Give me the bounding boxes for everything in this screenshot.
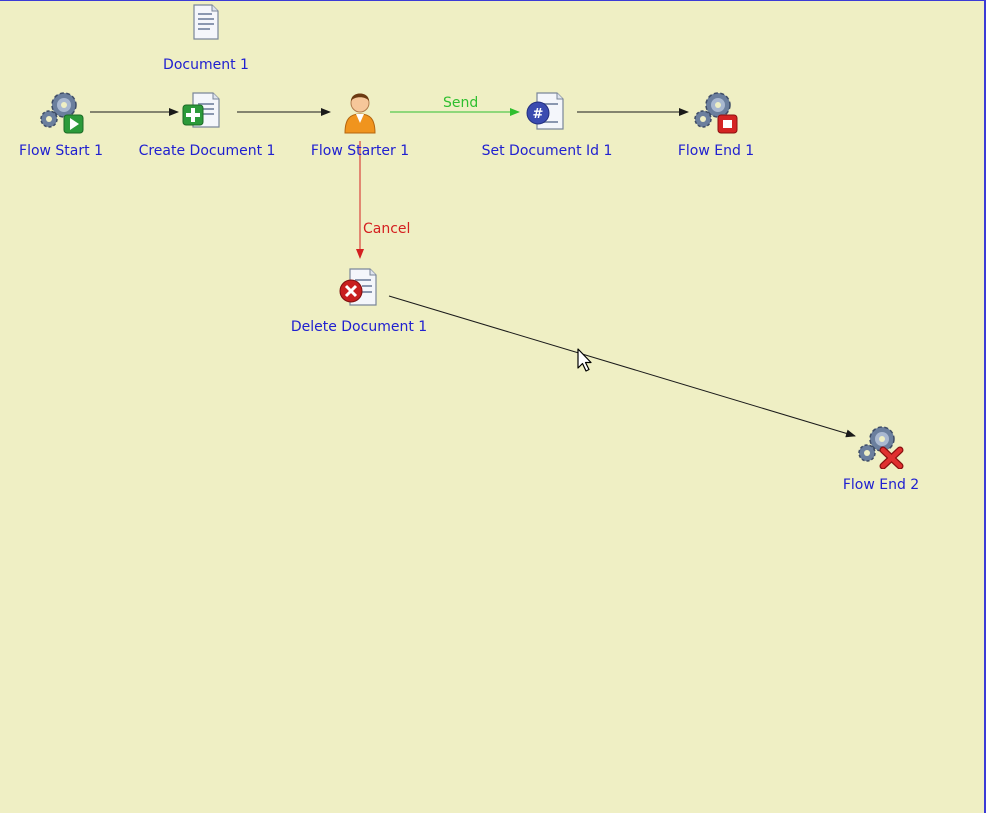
gears-play-icon xyxy=(40,92,84,134)
document-delete-icon xyxy=(339,268,377,306)
node-label: Create Document 1 xyxy=(138,143,276,159)
edge-send-label: Send xyxy=(443,95,479,111)
node-label: Set Document Id 1 xyxy=(481,143,613,159)
gears-cancel-icon xyxy=(858,426,904,469)
document-add-icon xyxy=(182,92,220,128)
user-icon xyxy=(344,93,376,134)
edge-deletedoc-to-flowend2[interactable] xyxy=(388,295,856,438)
node-label: Delete Document 1 xyxy=(290,319,428,335)
svg-text:#: # xyxy=(533,107,544,122)
node-label: Flow Start 1 xyxy=(19,143,103,159)
gears-stop-icon xyxy=(694,92,738,134)
node-label: Flow End 1 xyxy=(677,143,755,159)
edge-cancel-label: Cancel xyxy=(363,221,411,237)
node-label: Document 1 xyxy=(163,57,249,73)
node-label: Flow Starter 1 xyxy=(310,143,410,159)
document-icon xyxy=(193,4,219,40)
mouse-cursor-icon xyxy=(577,348,592,372)
document-hash-icon: # xyxy=(526,92,564,130)
node-label: Flow End 2 xyxy=(842,477,920,493)
